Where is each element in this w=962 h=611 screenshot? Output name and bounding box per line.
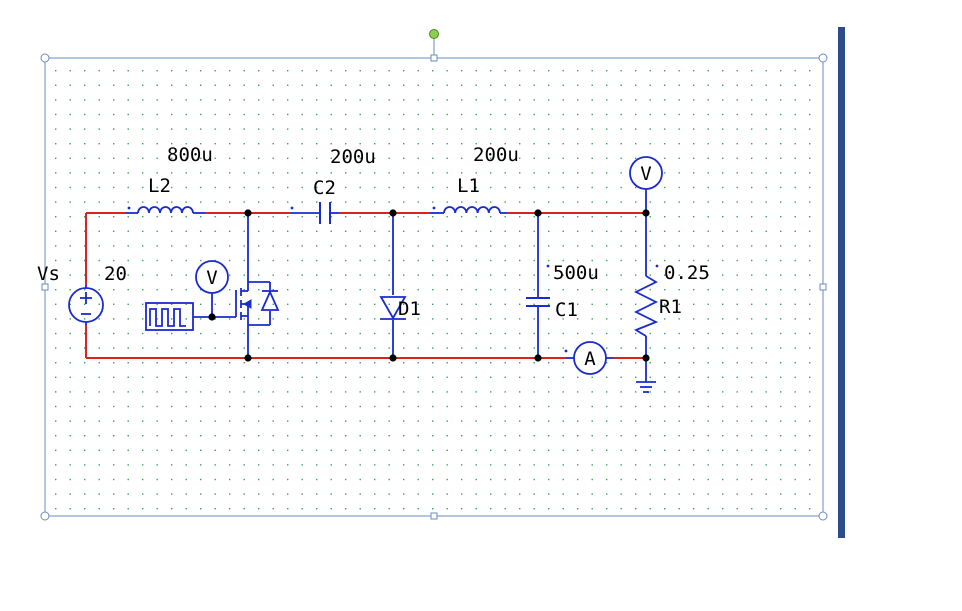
resize-handle-top-right[interactable] <box>818 53 828 63</box>
resistor-r1[interactable] <box>633 275 659 337</box>
d1-label: D1 <box>398 298 421 320</box>
ground-symbol[interactable] <box>636 381 656 393</box>
wires <box>85 212 646 359</box>
component-labels: 800u L2 200u C2 200u L1 Vs 20 D1 500u C1… <box>37 144 710 321</box>
resize-handle-bottom-right[interactable] <box>818 511 828 521</box>
voltmeter-switch[interactable]: V <box>195 260 229 294</box>
window-right-edge <box>838 27 845 538</box>
rotate-handle[interactable] <box>429 29 439 39</box>
gate-pulse-source[interactable] <box>145 302 194 331</box>
resize-handle-left[interactable] <box>41 283 49 291</box>
ammeter-load[interactable]: A <box>573 341 607 375</box>
c1-value: 500u <box>553 262 599 284</box>
voltmeter-switch-symbol: V <box>206 267 217 289</box>
inductor-l2[interactable] <box>137 206 194 214</box>
mosfet-switch[interactable] <box>235 281 280 326</box>
voltmeter-load-symbol: V <box>640 163 651 185</box>
resize-handle-bottom[interactable] <box>430 512 438 520</box>
ammeter-load-symbol: A <box>584 348 596 370</box>
resize-handle-top-left[interactable] <box>40 53 50 63</box>
c2-value: 200u <box>330 146 376 168</box>
r1-value: 0.25 <box>664 262 710 284</box>
l1-label: L1 <box>457 175 480 197</box>
polarity-dots <box>127 206 659 353</box>
source-label: Vs <box>37 263 60 285</box>
selection-frame[interactable] <box>40 29 828 521</box>
r1-label: R1 <box>659 296 682 318</box>
capacitor-c2[interactable] <box>319 202 331 224</box>
junctions <box>208 209 650 362</box>
l2-label: L2 <box>148 175 171 197</box>
resize-handle-right[interactable] <box>819 283 827 291</box>
diode-d1[interactable] <box>379 296 407 320</box>
voltmeter-load[interactable]: V <box>629 156 663 190</box>
l2-value: 800u <box>167 144 213 166</box>
dc-source-vs[interactable] <box>68 287 104 323</box>
component-leads <box>85 189 647 382</box>
l1-value: 200u <box>473 144 519 166</box>
c1-label: C1 <box>555 299 578 321</box>
resize-handle-top[interactable] <box>430 54 438 62</box>
grid-dots <box>55 70 811 510</box>
inductor-l1[interactable] <box>443 206 501 214</box>
resize-handle-bottom-left[interactable] <box>40 511 50 521</box>
c2-label: C2 <box>313 177 336 199</box>
selection-border <box>44 57 824 517</box>
source-value: 20 <box>104 263 127 285</box>
capacitor-c1[interactable] <box>526 297 550 307</box>
